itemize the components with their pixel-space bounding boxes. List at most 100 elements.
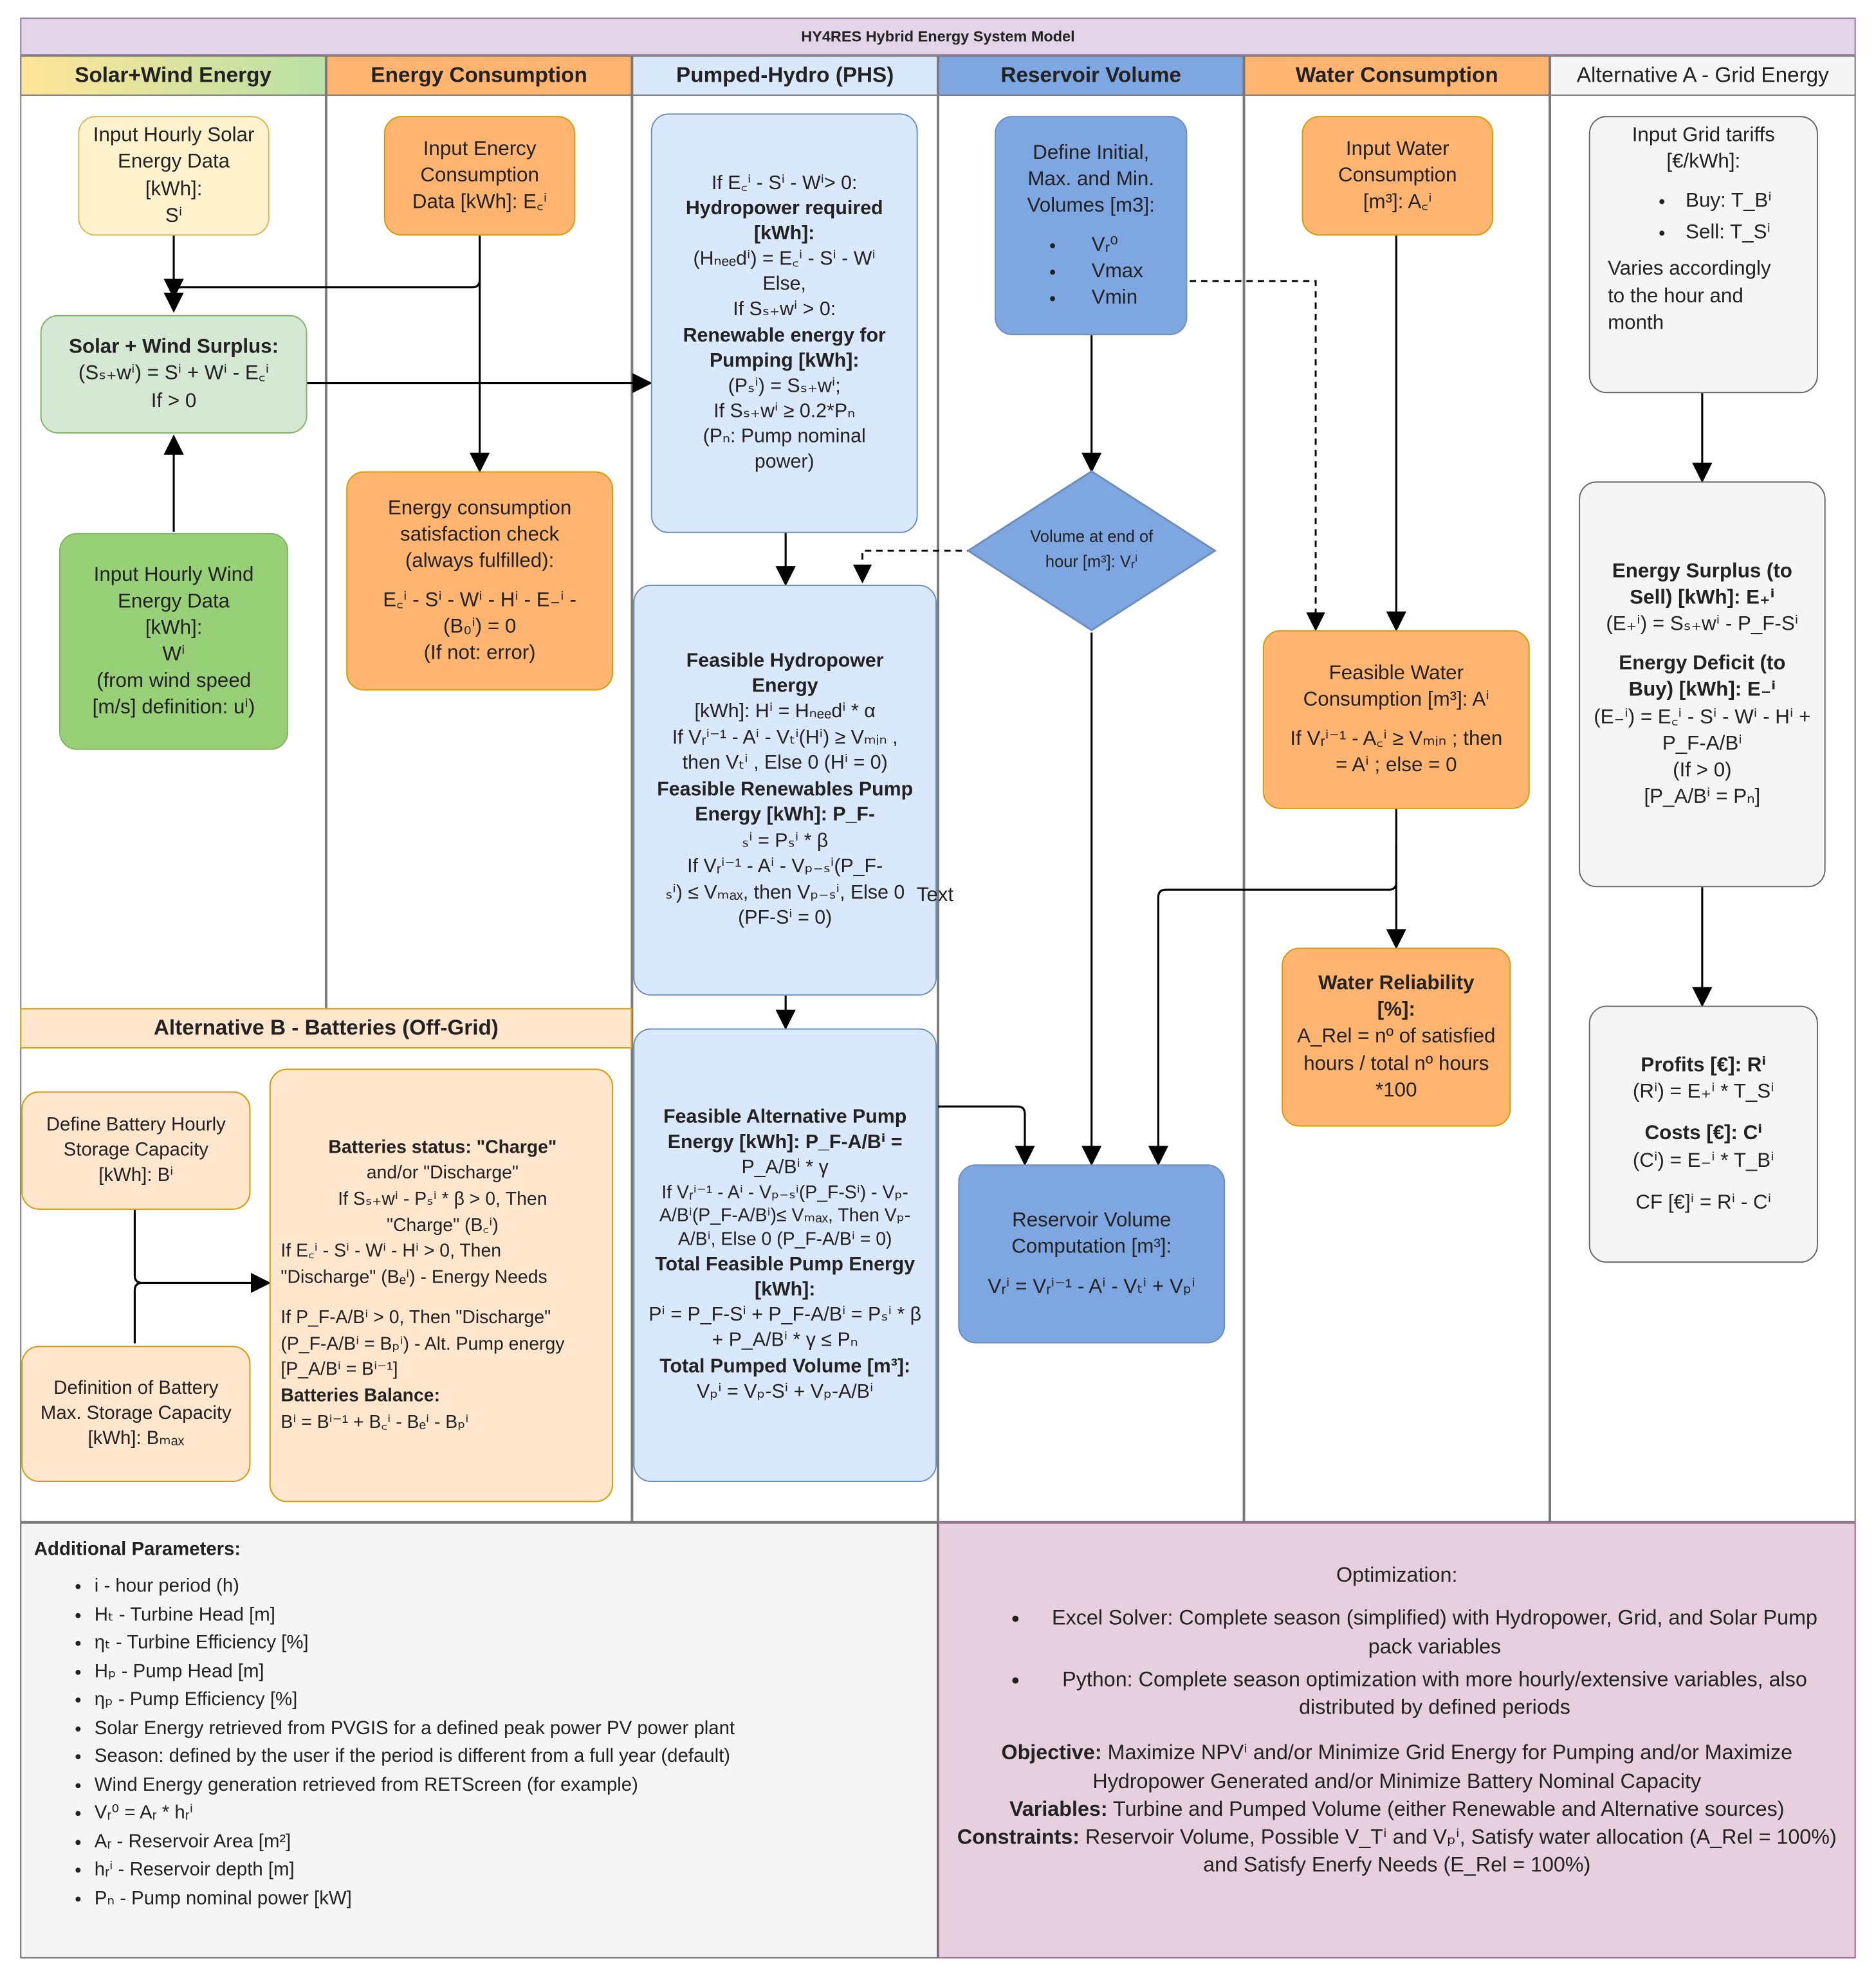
grid-tariff-note: to the hour and	[1608, 285, 1743, 307]
parameter-item: Vᵣ⁰ = Aᵣ * hᵣⁱ	[95, 1800, 924, 1828]
phs-top-line: (Pₙ: Pump nominal	[703, 426, 866, 448]
grid-tariffs-line: Input Grid tariffs	[1632, 124, 1775, 147]
parameter-item: Season: defined by the user if the perio…	[95, 1743, 924, 1771]
reservoir-def-line: Volumes [m3]:	[1027, 195, 1155, 217]
battery-status-line: Bⁱ = Bⁱ⁻¹ + B꜀ⁱ - Bₑⁱ - Bₚⁱ	[280, 1412, 469, 1432]
phs-alternative-box: Feasible Alternative Pump Energy [kWh]: …	[633, 1028, 937, 1483]
wind-input-line: [m/s] definition: uⁱ)	[92, 697, 255, 719]
battery-max-line: Definition of Battery	[53, 1377, 219, 1400]
energy-input-line: Input Enercy	[423, 138, 537, 160]
optimization-panel: Optimization: Excel Solver: Complete sea…	[937, 1522, 1856, 1959]
grid-tariffs-box: Input Grid tariffs [€/kWh]: Buy: T_Bⁱ Se…	[1588, 116, 1818, 394]
phs-mid-line: (PF-Sⁱ = 0)	[738, 907, 832, 929]
wind-input-line: Wⁱ	[162, 644, 185, 666]
grid-surplus-line: Energy Deficit (to	[1619, 653, 1786, 675]
check-line: (If not: error)	[423, 643, 536, 664]
wind-input-line: (from wind speed	[96, 670, 252, 692]
phs-bot-line: A/Bⁱ(P_F-A/Bⁱ)≤ Vₘₐₓ, Then Vₚ-	[659, 1206, 911, 1227]
check-line: (B₀ⁱ) = 0	[443, 616, 517, 638]
water-reliability-box: Water Reliability [%]: A_Rel = nº of sat…	[1282, 947, 1511, 1127]
reservoir-volume-list: Vᵣ⁰ Vmax Vmin	[1039, 232, 1143, 311]
energy-input-line: Consumption	[420, 165, 539, 187]
grid-surplus-line: Energy Surplus (to	[1612, 560, 1792, 583]
constraints-text: Constraints: Reservoir Volume, Possible …	[957, 1824, 1837, 1880]
battery-hourly-line: Define Battery Hourly	[46, 1114, 226, 1136]
check-line: E꜀ⁱ - Sⁱ - Wⁱ - Hⁱ - E₋ⁱ -	[383, 589, 576, 612]
phs-top-line: (Pₛⁱ) = Sₛ₊wⁱ;	[728, 375, 841, 397]
reservoir-computation-box: Reservoir Volume Computation [m³]: Vᵣⁱ =…	[958, 1164, 1226, 1344]
arrow-feasible-to-comp	[1148, 844, 1397, 1166]
phs-mid-line: If Vᵣⁱ⁻¹ - Aⁱ - Vₚ₋ₛⁱ(P_F-	[687, 855, 883, 877]
water-feasible-line: = Aⁱ ; else = 0	[1336, 755, 1457, 777]
battery-max-box: Definition of Battery Max. Storage Capac…	[21, 1346, 251, 1483]
lane-header-energy: Energy Consumption	[326, 55, 632, 96]
objective-text: Objective: Maximize NPVⁱ and/or Minimize…	[957, 1739, 1837, 1795]
reservoir-comp-line: Vᵣⁱ = Vᵣⁱ⁻¹ - Aⁱ - Vₜⁱ + Vₚⁱ	[988, 1276, 1195, 1298]
phs-top-line: If Sₛ₊wⁱ ≥ 0.2*Pₙ	[713, 400, 856, 423]
grid-tariff-item: Sell: T_Sⁱ	[1678, 220, 1772, 246]
reservoir-define-box: Define Initial, Max. and Min. Volumes [m…	[995, 116, 1188, 336]
parameter-item: ηₜ - Turbine Efficiency [%]	[95, 1629, 924, 1658]
parameter-item: Aᵣ - Reservoir Area [m²]	[95, 1828, 924, 1856]
water-input-box: Input Water Consumption [m³]: A꜀ⁱ	[1301, 116, 1494, 236]
water-feasible-box: Feasible Water Consumption [m³]: Aⁱ If V…	[1262, 630, 1530, 809]
stray-text-label: Text	[916, 884, 954, 906]
diagram-title: HY4RES Hybrid Energy System Model	[20, 17, 1856, 56]
battery-status-line: [P_A/Bⁱ = Bⁱ⁻¹]	[280, 1360, 398, 1381]
parameter-item: i - hour period (h)	[95, 1573, 924, 1601]
phs-top-line: Hydropower required	[685, 197, 883, 219]
diamond-line: hour [m³]: Vᵣⁱ	[1045, 551, 1138, 571]
battery-status-box: Batteries status: "Charge" and/or "Disch…	[269, 1068, 614, 1503]
arrow-phsbot-to-comp	[937, 1105, 1035, 1166]
grid-surplus-line: (E₊ⁱ) = Sₛ₊wⁱ - P_F-Sⁱ	[1606, 614, 1799, 636]
reservoir-def-line: Max. and Min.	[1027, 169, 1155, 190]
battery-max-line: [kWh]: Bₘₐₓ	[87, 1427, 185, 1449]
phs-top-line: [kWh]:	[754, 223, 815, 244]
phs-requirement-box: If E꜀ⁱ - Sⁱ - Wⁱ> 0: Hydropower required…	[650, 113, 918, 533]
phs-bot-line: Vₚⁱ = Vₚ-Sⁱ + Vₚ-A/Bⁱ	[696, 1380, 874, 1403]
battery-status-line: (P_F-A/Bⁱ = Bₚⁱ) - Alt. Pump energy	[280, 1334, 565, 1355]
grid-surplus-line: (E₋ⁱ) = E꜀ⁱ - Sⁱ - Wⁱ - Hⁱ +	[1594, 706, 1811, 728]
grid-profits-line: (Cⁱ) = E₋ⁱ * T_Bⁱ	[1632, 1149, 1774, 1172]
check-line: satisfaction check	[400, 524, 560, 545]
variables-value: Turbine and Pumped Volume (either Renewa…	[1113, 1798, 1785, 1821]
phs-top-line: Renewable energy for	[683, 324, 886, 346]
grid-surplus-line: Sell) [kWh]: E₊ⁱ	[1630, 587, 1775, 609]
grid-profits-line: CF [€]ⁱ = Rⁱ - Cⁱ	[1635, 1191, 1772, 1214]
phs-mid-line: Feasible Renewables Pump	[657, 778, 914, 800]
parameter-item: Hₜ - Turbine Head [m]	[95, 1601, 924, 1629]
constraints-label: Constraints:	[957, 1826, 1080, 1849]
phs-bot-line: A/Bⁱ, Else 0 (P_F-A/Bⁱ = 0)	[677, 1230, 892, 1250]
phs-top-line: power)	[754, 451, 814, 473]
lane-header-phs: Pumped-Hydro (PHS)	[632, 55, 938, 96]
phs-top-line: Pumping [kWh]:	[709, 349, 860, 372]
grid-profits-line: (Rⁱ) = E₊ⁱ * T_Sⁱ	[1632, 1081, 1774, 1103]
surplus-line: (Sₛ₊wⁱ) = Sⁱ + Wⁱ - E꜀ⁱ	[78, 363, 270, 385]
reservoir-comp-line: Reservoir Volume	[1012, 1210, 1172, 1232]
battery-status-line: If Sₛ₊wⁱ - Pₛⁱ * β > 0, Then	[338, 1189, 547, 1210]
reservoir-def-line: Define Initial,	[1033, 142, 1150, 164]
optimization-item: Excel Solver: Complete season (simplifie…	[1033, 1605, 1837, 1661]
reservoir-volume-item: Vᵣ⁰	[1069, 232, 1143, 258]
phs-mid-line: Energy [kWh]: P_F-	[695, 804, 876, 826]
additional-parameters-panel: Additional Parameters: i - hour period (…	[20, 1522, 938, 1959]
phs-bot-line: [kWh]:	[755, 1279, 816, 1301]
lane-header-solar-wind: Solar+Wind Energy	[20, 55, 326, 96]
grid-surplus-deficit-box: Energy Surplus (to Sell) [kWh]: E₊ⁱ (E₊ⁱ…	[1579, 481, 1826, 888]
phs-mid-line: ₛⁱ = Pₛⁱ * β	[741, 830, 829, 852]
objective-value: Maximize NPVⁱ and/or Minimize Grid Energ…	[1092, 1742, 1793, 1793]
phs-bot-line: Feasible Alternative Pump	[663, 1106, 907, 1128]
water-feasible-line: If Vᵣⁱ⁻¹ - A꜀ⁱ ≥ Vₘᵢₙ ; then	[1290, 728, 1503, 750]
grid-profits-box: Profits [€]: Rⁱ (Rⁱ) = E₊ⁱ * T_Sⁱ Costs …	[1588, 1005, 1818, 1263]
phs-bot-line: P_A/Bⁱ * γ	[741, 1157, 829, 1179]
check-line: (always fulfilled):	[405, 550, 555, 572]
arrow-energy-to-surplus	[163, 235, 481, 299]
water-rel-line: hours / total nº hours	[1303, 1053, 1489, 1075]
lane-header-water: Water Consumption	[1244, 55, 1550, 96]
battery-hourly-box: Define Battery Hourly Storage Capacity […	[21, 1091, 251, 1210]
optimization-list: Excel Solver: Complete season (simplifie…	[957, 1605, 1837, 1722]
grid-tariff-note: Varies accordingly	[1608, 259, 1771, 280]
lane-header-grid: Alternative A - Grid Energy	[1550, 55, 1856, 96]
optimization-item: Python: Complete season optimization wit…	[1033, 1666, 1837, 1722]
